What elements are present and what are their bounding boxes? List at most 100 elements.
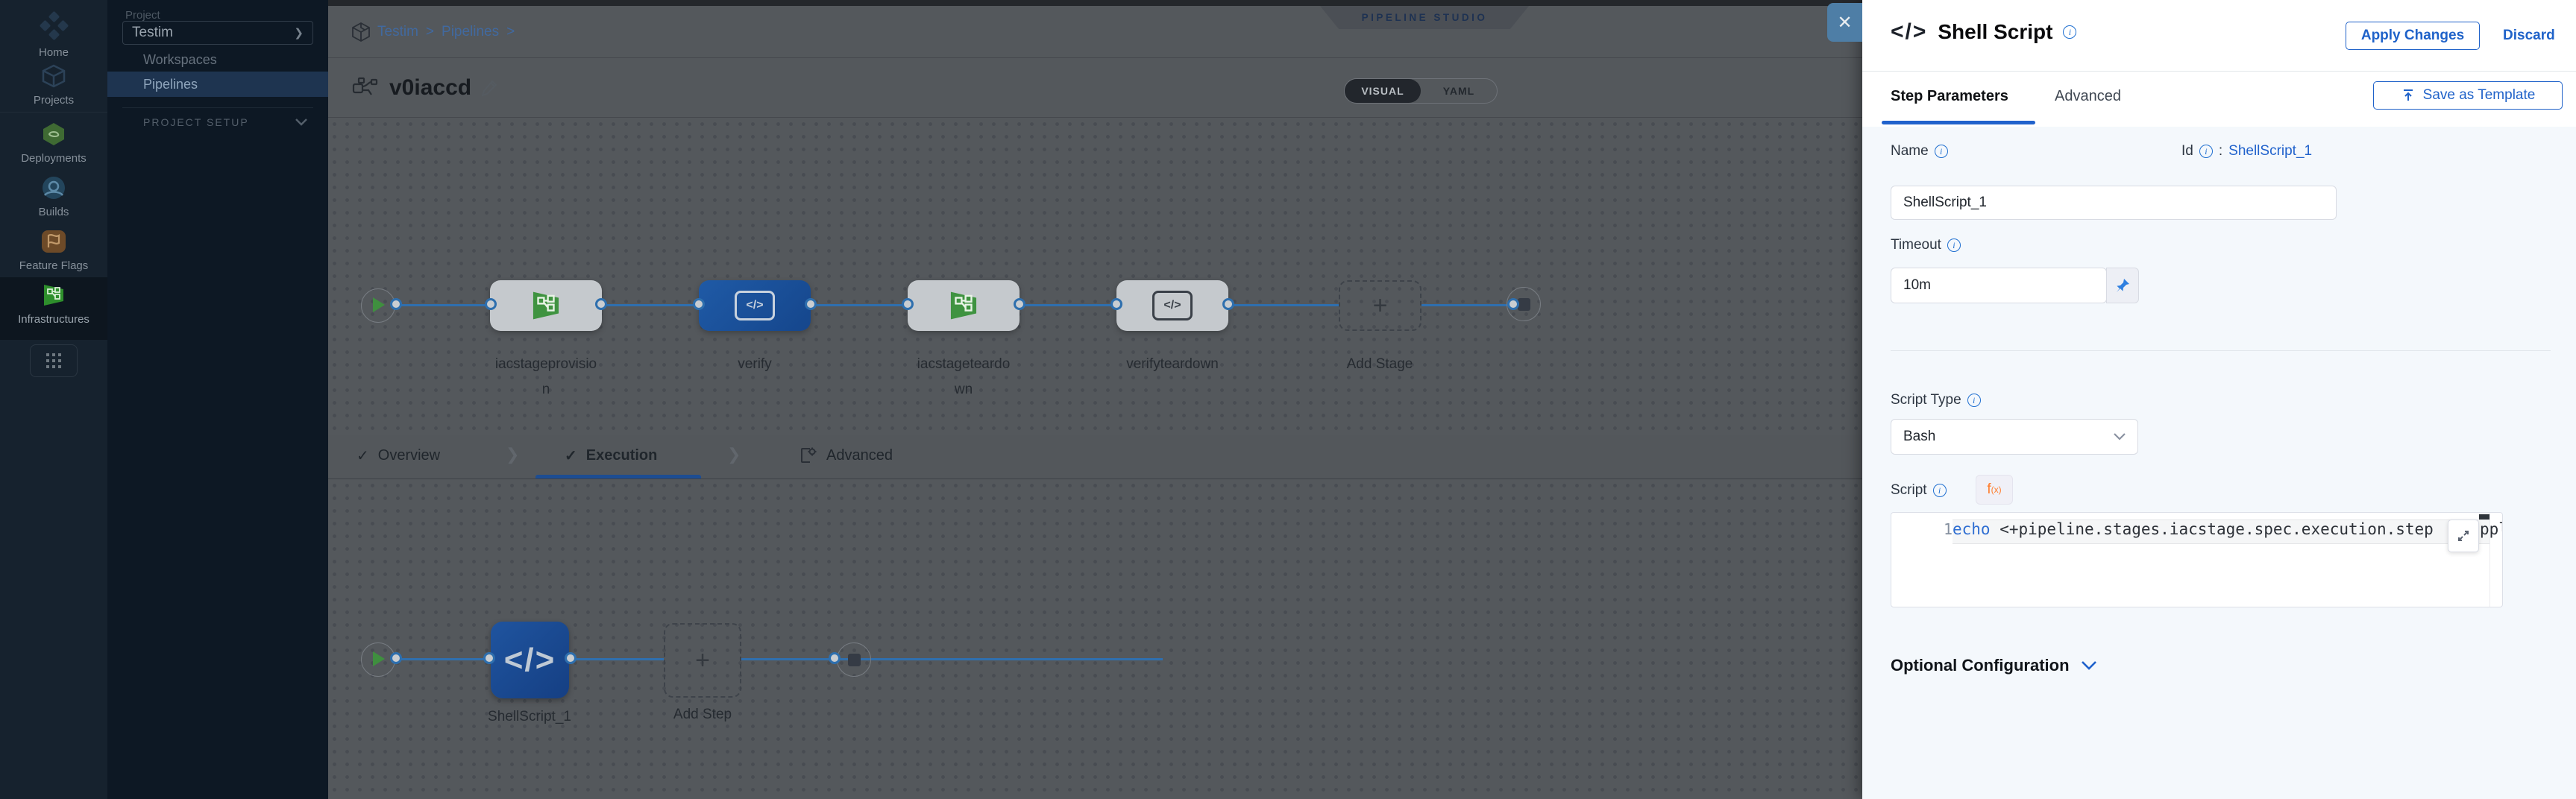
sidebar-item-label: Infrastructures — [18, 313, 89, 326]
breadcrumb-item-pipelines[interactable]: Pipelines — [442, 23, 500, 40]
connector-port[interactable] — [1507, 298, 1519, 310]
check-icon: ✓ — [565, 447, 577, 464]
connector-port[interactable] — [565, 652, 577, 664]
sidebar-item-feature-flags[interactable]: Feature Flags — [0, 230, 107, 272]
panel-header: </> Shell Script i Apply Changes Discard — [1862, 0, 2576, 72]
active-tab-underline — [1882, 121, 2035, 124]
info-icon[interactable]: i — [1934, 145, 1948, 158]
close-panel-button[interactable]: ✕ — [1827, 3, 1862, 42]
tab-execution[interactable]: ✓ Execution — [565, 435, 657, 476]
editor-code-line[interactable]: echo <+pipeline.stages.iacstage.spec.exe… — [1953, 520, 2434, 538]
stop-icon — [848, 654, 861, 666]
tab-label: Advanced — [826, 446, 893, 464]
modules-grid-button[interactable] — [30, 344, 78, 377]
harness-logo-icon — [39, 10, 69, 40]
add-stage-button[interactable]: + — [1339, 280, 1421, 331]
connector-port[interactable] — [483, 652, 495, 664]
connector-port[interactable] — [390, 652, 402, 664]
optional-configuration-toggle[interactable]: Optional Configuration — [1891, 656, 2096, 675]
info-icon[interactable]: i — [1967, 394, 1981, 407]
info-icon[interactable]: i — [1947, 239, 1961, 252]
step-connector-line — [741, 658, 1163, 660]
sidebar-item-label: Builds — [38, 206, 69, 218]
shell-script-panel: </> Shell Script i Apply Changes Discard… — [1862, 0, 2576, 799]
plus-icon: + — [1372, 291, 1388, 320]
sidebar-item-pipelines[interactable]: Pipelines — [107, 72, 328, 97]
stage-label: verify — [738, 356, 772, 372]
id-colon: : — [2218, 143, 2223, 159]
breadcrumb-item-project[interactable]: Testim — [377, 23, 418, 40]
rail-divider — [0, 112, 107, 113]
canvas-top-strip — [328, 0, 2576, 6]
sidebar-item-workspaces[interactable]: Workspaces — [107, 48, 328, 72]
project-selector[interactable]: Testim ❯ — [122, 21, 313, 45]
connector-port[interactable] — [1014, 298, 1025, 310]
apply-changes-button[interactable]: Apply Changes — [2346, 22, 2480, 50]
info-icon[interactable]: i — [2063, 25, 2077, 39]
connector-port[interactable] — [693, 298, 705, 310]
infrastructures-icon — [41, 283, 66, 307]
infrastructure-stage-icon — [529, 290, 563, 321]
stage-label: verifyteardown — [1126, 356, 1219, 372]
stage-node-iacstageteardown[interactable] — [908, 280, 1020, 331]
editor-scrollbar-handle[interactable] — [2479, 514, 2489, 521]
pipeline-end-node — [1507, 287, 1541, 321]
connector-port[interactable] — [595, 298, 607, 310]
tab-overview[interactable]: ✓ Overview — [356, 435, 440, 476]
custom-stage-icon: </> — [735, 291, 775, 320]
id-value-link[interactable]: ShellScript_1 — [2228, 143, 2313, 159]
connector-port[interactable] — [485, 298, 497, 310]
name-label: Name — [1891, 143, 1929, 159]
sidebar-item-label: Home — [38, 46, 69, 59]
code-body: <+pipeline.stages.iacstage.spec.executio… — [1990, 520, 2434, 538]
add-stage-label: Add Stage — [1346, 356, 1413, 372]
connector-port[interactable] — [902, 298, 914, 310]
script-code-editor[interactable]: 1 echo <+pipeline.stages.iacstage.spec.e… — [1891, 512, 2503, 607]
tab-step-parameters[interactable]: Step Parameters — [1891, 88, 2008, 104]
timeout-label: Timeout — [1891, 237, 1941, 253]
tab-advanced[interactable]: Advanced — [2055, 88, 2121, 104]
toggle-visual[interactable]: VISUAL — [1345, 79, 1421, 103]
save-as-template-label: Save as Template — [2422, 87, 2536, 103]
sidebar-item-builds[interactable]: Builds — [0, 176, 107, 218]
stage-node-verifyteardown[interactable]: </> — [1116, 280, 1228, 331]
sidebar-item-deployments[interactable]: Deployments — [0, 122, 107, 165]
timeout-input[interactable] — [1891, 268, 2107, 303]
sidebar-item-projects[interactable]: Projects — [0, 64, 107, 107]
stage-node-iacstageprovision[interactable] — [490, 280, 602, 331]
editor-expand-button[interactable] — [2448, 519, 2479, 552]
script-label-row: Script i — [1891, 482, 1947, 499]
stage-node-verify[interactable]: </> — [699, 280, 811, 331]
connector-port[interactable] — [390, 298, 402, 310]
editor-scrollbar-track[interactable] — [2479, 513, 2490, 607]
save-as-template-button[interactable]: Save as Template — [2373, 81, 2563, 110]
breadcrumb: Testim > Pipelines > — [328, 6, 2576, 58]
add-step-button[interactable]: + — [664, 623, 741, 698]
project-setup-toggle[interactable]: PROJECT SETUP — [143, 112, 307, 133]
tab-advanced[interactable]: Advanced — [799, 435, 893, 476]
name-input[interactable] — [1891, 186, 2337, 220]
connector-port[interactable] — [805, 298, 817, 310]
info-icon[interactable]: i — [2199, 145, 2213, 158]
id-label: Id — [2181, 143, 2193, 159]
pipeline-studio-badge: PIPELINE STUDIO — [1320, 6, 1529, 29]
connector-port[interactable] — [829, 652, 841, 664]
edit-pencil-icon[interactable] — [482, 79, 498, 97]
connector-port[interactable] — [1110, 298, 1122, 310]
sidebar-item-home[interactable]: Home — [0, 10, 107, 59]
toggle-yaml[interactable]: YAML — [1442, 85, 1475, 97]
editor-line-number: 1 — [1943, 520, 1953, 538]
expression-fx-button[interactable]: f(x) — [1976, 475, 2013, 505]
sidebar-item-infrastructures[interactable]: Infrastructures — [0, 283, 107, 326]
grid-icon — [45, 353, 62, 369]
info-icon[interactable]: i — [1932, 484, 1947, 497]
script-type-select[interactable]: Bash — [1891, 419, 2138, 455]
step-node-shellscript[interactable]: </> — [491, 622, 569, 698]
connector-port[interactable] — [1222, 298, 1234, 310]
panel-title: Shell Script — [1938, 20, 2053, 43]
discard-button[interactable]: Discard — [2503, 28, 2555, 43]
stage-label: iacstageteardo wn — [917, 356, 1011, 397]
timeout-label-row: Timeout i — [1891, 237, 1961, 253]
script-type-label: Script Type — [1891, 392, 1961, 408]
fixed-value-pin-button[interactable] — [2106, 268, 2139, 303]
